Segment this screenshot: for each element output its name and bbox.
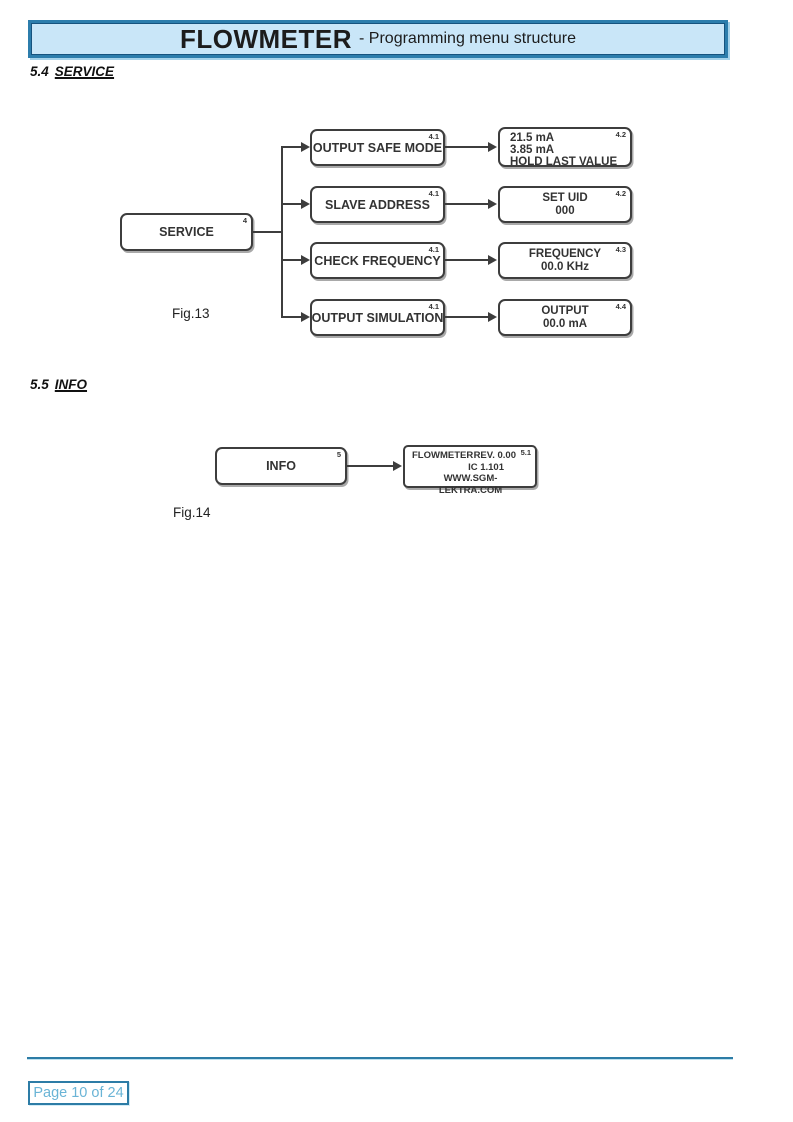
connector-line xyxy=(253,231,283,233)
connector-line xyxy=(445,146,489,148)
value-line: FREQUENCY xyxy=(528,247,602,260)
info-firmware-rev: REV. 0.00 xyxy=(473,450,516,461)
arrowhead-icon xyxy=(301,199,310,209)
flowchart-node-info-details: 5.1 FLOWMETER REV. 0.00 IC 1.101 WWW.SGM… xyxy=(403,445,537,496)
section-heading-info: 5.5 INFO xyxy=(30,377,87,392)
node-label: SERVICE xyxy=(159,225,214,239)
flowchart-node-safe-mode-values: 4.2 21.5 mA 3.85 mA HOLD LAST VALUE xyxy=(498,127,632,169)
node-index: 4.1 xyxy=(428,245,439,254)
node-label: SLAVE ADDRESS xyxy=(325,197,430,212)
section-heading-service: 5.4 SERVICE xyxy=(30,64,114,79)
arrowhead-icon xyxy=(393,461,402,471)
arrowhead-icon xyxy=(488,199,497,209)
page-title: FLOWMETER xyxy=(180,23,353,54)
connector-line xyxy=(281,316,302,318)
figure-caption-14: Fig.14 xyxy=(173,505,211,520)
flowchart-node-slave-address: 4.1 SLAVE ADDRESS xyxy=(310,186,445,223)
flowchart-node-service: 4 SERVICE xyxy=(120,213,253,251)
node-index: 4.1 xyxy=(428,302,439,311)
page-number-label: Page 10 of 24 xyxy=(33,1085,124,1101)
node-index: 4.1 xyxy=(428,132,439,141)
node-index: 4.4 xyxy=(615,302,626,311)
info-website: WWW.SGM-LEKTRA.COM xyxy=(438,473,503,496)
node-label: OUTPUT SAFE MODE xyxy=(312,140,443,155)
flowchart-node-output-simulation: 4.1 OUTPUT SIMULATION xyxy=(310,299,445,336)
arrowhead-icon xyxy=(301,142,310,152)
node-index: 4 xyxy=(242,216,247,225)
figure-caption-13: Fig.13 xyxy=(172,306,210,321)
flowchart-node-info: 5 INFO xyxy=(215,447,347,485)
flowchart-node-check-frequency: 4.1 CHECK FREQUENCY xyxy=(310,242,445,279)
connector-trunk-line xyxy=(281,146,283,318)
section-title: SERVICE xyxy=(54,64,115,79)
node-index: 4.3 xyxy=(615,245,626,254)
value-line: 000 xyxy=(555,204,575,217)
value-line: 21.5 mA xyxy=(510,132,555,144)
section-title: INFO xyxy=(54,377,88,392)
value-line: SET UID xyxy=(542,191,588,204)
connector-line xyxy=(445,259,489,261)
connector-line xyxy=(445,316,489,318)
footer-divider xyxy=(27,1057,733,1060)
value-line: 00.0 KHz xyxy=(541,260,589,273)
arrowhead-icon xyxy=(301,255,310,265)
connector-line xyxy=(281,203,302,205)
section-number: 5.5 xyxy=(30,377,49,392)
node-label: CHECK FREQUENCY xyxy=(314,253,441,268)
arrowhead-icon xyxy=(488,142,497,152)
value-line: HOLD LAST VALUE xyxy=(510,156,618,169)
info-device-name: FLOWMETER xyxy=(412,450,474,461)
arrowhead-icon xyxy=(301,312,310,322)
connector-line xyxy=(281,259,302,261)
arrowhead-icon xyxy=(488,312,497,322)
flowchart-node-output-value: 4.4 OUTPUT 00.0 mA xyxy=(498,299,632,336)
page-header-band: FLOWMETER - Programming menu structure xyxy=(28,20,728,58)
info-ic-version: IC 1.101 xyxy=(468,461,504,473)
value-line: 00.0 mA xyxy=(542,317,588,330)
connector-line xyxy=(445,203,489,205)
connector-line xyxy=(347,465,394,467)
node-index: 5 xyxy=(336,450,341,459)
node-index: 4.2 xyxy=(615,130,626,139)
value-line: 3.85 mA xyxy=(510,144,555,157)
page-number-badge: Page 10 of 24 xyxy=(28,1081,129,1105)
flowchart-node-set-uid: 4.2 SET UID 000 xyxy=(498,186,632,223)
node-index: 4.2 xyxy=(615,189,626,198)
node-label: INFO xyxy=(266,459,296,473)
section-number: 5.4 xyxy=(30,64,49,79)
node-label: OUTPUT SIMULATION xyxy=(311,310,444,325)
flowchart-node-frequency-value: 4.3 FREQUENCY 00.0 KHz xyxy=(498,242,632,279)
arrowhead-icon xyxy=(488,255,497,265)
node-index: 4.1 xyxy=(428,189,439,198)
flowchart-node-output-safe-mode: 4.1 OUTPUT SAFE MODE xyxy=(310,129,445,166)
value-line: OUTPUT xyxy=(541,304,589,317)
connector-line xyxy=(281,146,302,148)
page-subtitle: - Programming menu structure xyxy=(359,30,576,47)
node-index: 5.1 xyxy=(520,448,531,457)
